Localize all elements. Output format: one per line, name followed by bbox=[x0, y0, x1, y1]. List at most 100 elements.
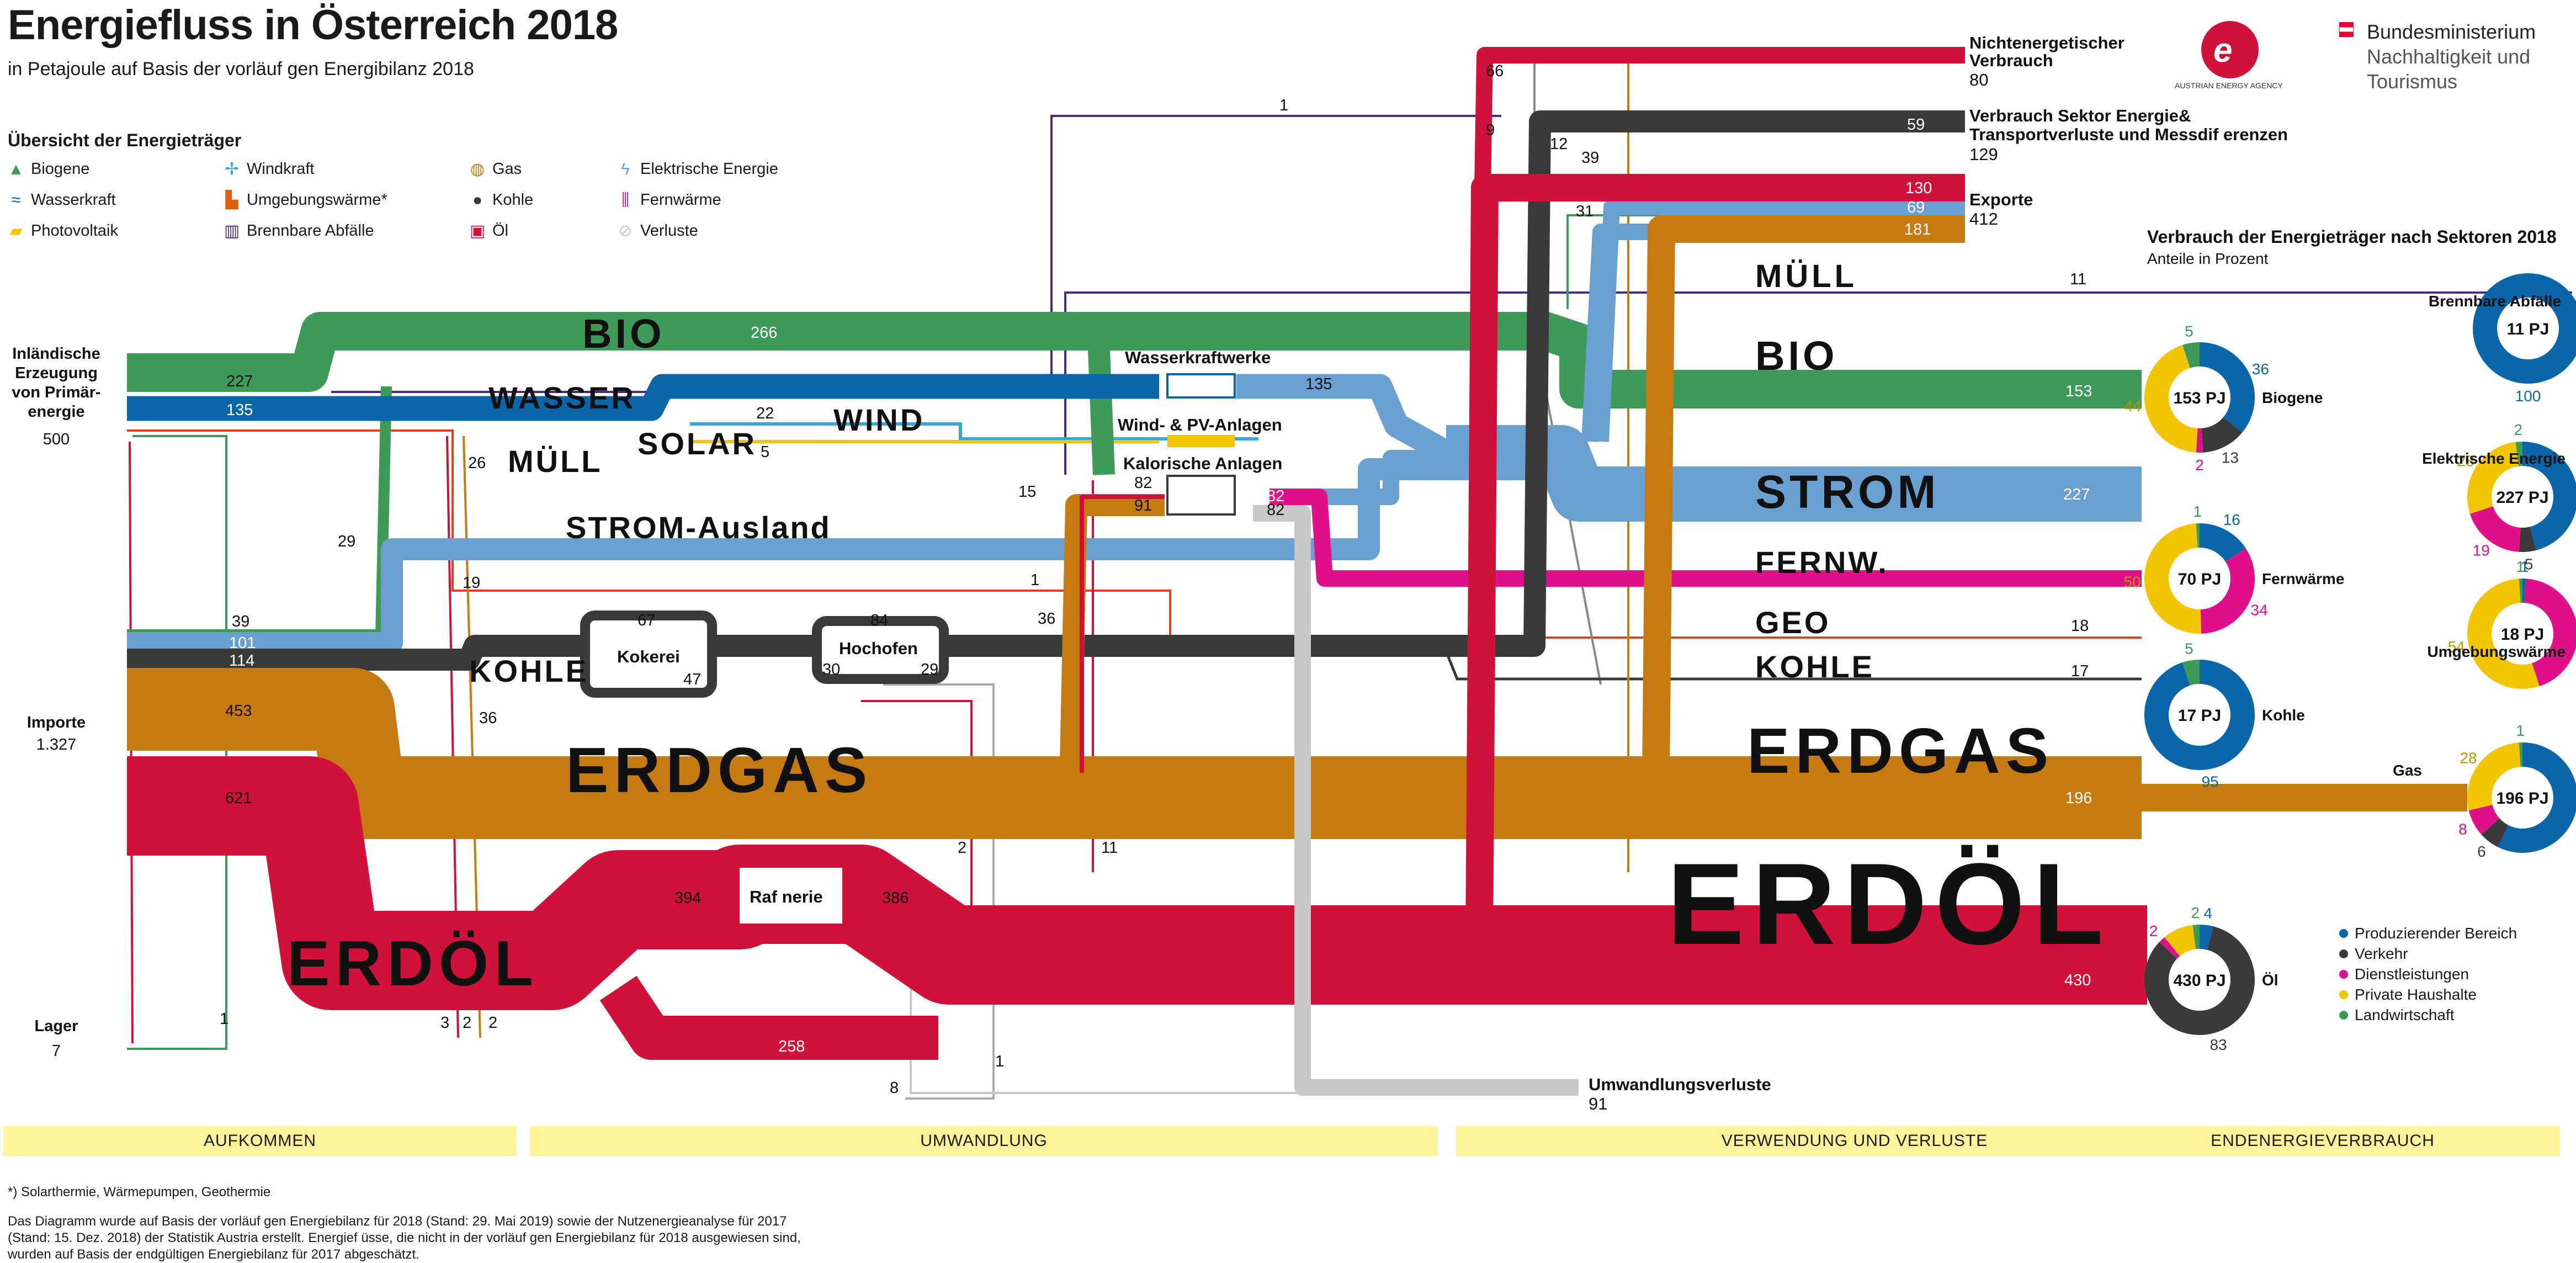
uwv-value: 91 bbox=[1589, 1094, 1607, 1113]
donut-segment bbox=[2199, 342, 2255, 433]
label-kohle: KOHLE bbox=[469, 654, 588, 688]
val-imp-gas: 453 bbox=[225, 702, 252, 720]
sektor-label-1: Verbrauch Sektor Energie& bbox=[1969, 106, 2191, 125]
val-wind: 22 bbox=[756, 405, 774, 422]
donut-segment bbox=[2519, 527, 2536, 552]
val-kok-out: 47 bbox=[683, 671, 701, 688]
sector-legend-item: Verkehr bbox=[2339, 945, 2408, 963]
ne-label-1: Nichtenergetischer bbox=[1969, 33, 2124, 52]
donut-segment-label: 2 bbox=[2191, 904, 2200, 921]
tree-icon: ▲ bbox=[8, 160, 24, 178]
donut-segment-label: 1 bbox=[2516, 722, 2525, 739]
flow-umwandlungsverluste bbox=[1253, 505, 1579, 1096]
val-w29: 29 bbox=[338, 533, 355, 550]
sektor-value: 129 bbox=[1969, 145, 1998, 164]
label-kalorisch: Kalorische Anlagen bbox=[1123, 454, 1282, 473]
import-label: Importe bbox=[27, 714, 86, 731]
val-sek12: 12 bbox=[1550, 135, 1568, 153]
band-endenergie: ENDENERGIEVERBRAUCH bbox=[2085, 1126, 2560, 1156]
donut-segment bbox=[2182, 660, 2200, 686]
aea-logo: e AUSTRIAN ENERGY AGENCY bbox=[2175, 21, 2283, 90]
carrier-labels: BIO WASSER WIND SOLAR MÜLL STROM-Ausland… bbox=[287, 258, 2104, 999]
val-end-bio: 153 bbox=[2065, 383, 2092, 400]
water-icon: ≈ bbox=[11, 190, 21, 209]
donut-segment bbox=[2199, 523, 2246, 562]
wind-pv-box bbox=[1167, 435, 1235, 447]
legend-item-biogene: ▲Biogene bbox=[8, 160, 89, 178]
legend-dot bbox=[2339, 1011, 2348, 1020]
label-wind: WIND bbox=[833, 402, 925, 437]
legend-item-label: Brennbare Abfälle bbox=[247, 222, 374, 240]
donut-segment-label: 54 bbox=[2448, 638, 2465, 655]
val-lag2a: 2 bbox=[463, 1014, 471, 1032]
transformation-nodes bbox=[580, 373, 1236, 926]
val-raf394: 394 bbox=[674, 889, 701, 907]
solar-panel-icon: ▰ bbox=[9, 221, 23, 240]
donut-segment-label: 34 bbox=[2251, 602, 2268, 619]
legend-item-label: Windkraft bbox=[247, 160, 315, 178]
gas-icon: ◍ bbox=[470, 160, 485, 178]
val-k36b: 36 bbox=[1038, 610, 1055, 628]
inland-label-4: energie bbox=[28, 403, 84, 421]
donut-center-label: 153 PJ bbox=[2173, 389, 2226, 407]
donut-center-label: 196 PJ bbox=[2496, 789, 2548, 808]
inland-label-3: von Primär- bbox=[12, 384, 100, 401]
donut-segment bbox=[2144, 344, 2198, 453]
sector-legend-label: Verkehr bbox=[2355, 945, 2408, 962]
sector-legend-item: Produzierender Bereich bbox=[2339, 925, 2517, 942]
raffinerie-box bbox=[737, 866, 844, 926]
page-title: Energiefluss in Österreich 2018 bbox=[8, 2, 618, 49]
val-wasserkraft135: 135 bbox=[1305, 375, 1332, 393]
val-exp181: 181 bbox=[1904, 221, 1931, 238]
flow-wasserkraft-out bbox=[1236, 374, 1452, 464]
label-end-bio: BIO bbox=[1755, 333, 1838, 379]
donut-center-label: 227 PJ bbox=[2496, 489, 2548, 507]
val-sek31: 31 bbox=[1576, 203, 1594, 220]
hochofen-box bbox=[812, 616, 949, 684]
export-value: 412 bbox=[1969, 209, 1998, 229]
val-wasser-in: 135 bbox=[226, 401, 253, 419]
legend-item-label: Fernwärme bbox=[640, 191, 721, 209]
val-lag1: 1 bbox=[220, 1010, 229, 1028]
page-subtitle: in Petajoule auf Basis der vorläuf gen E… bbox=[8, 59, 474, 79]
coal-icon: ● bbox=[472, 190, 483, 209]
loss-icon: ⊘ bbox=[618, 221, 633, 240]
legend-dot bbox=[2339, 949, 2348, 958]
wind-turbine-icon: ✢ bbox=[225, 160, 239, 178]
flow-fernwaerme bbox=[1270, 489, 2142, 587]
flow-gas-export bbox=[1642, 215, 1965, 773]
val-kok-in: 67 bbox=[638, 612, 655, 629]
legend-title: Übersicht der Energieträger bbox=[8, 130, 242, 150]
donut-segment-label: 28 bbox=[2460, 749, 2477, 766]
donut-segment bbox=[2201, 416, 2243, 453]
donut-name-label: Kohle bbox=[2262, 707, 2305, 724]
val-str72: 72 bbox=[1267, 474, 1284, 492]
legend-item-label: Umgebungswärme* bbox=[247, 191, 387, 209]
donut-segment-label: 13 bbox=[2222, 449, 2239, 466]
sector-panel-subtitle: Anteile in Prozent bbox=[2147, 250, 2269, 267]
val-kal91: 91 bbox=[1134, 497, 1152, 514]
donut-center-label: 430 PJ bbox=[2173, 972, 2226, 990]
plant-labels: Wasserkraftwerke Wind- & PV-Anlagen Kalo… bbox=[617, 348, 1282, 906]
kokerei-box bbox=[580, 611, 717, 698]
donut-segment-label: 5 bbox=[2185, 323, 2193, 340]
legend-item-label: Gas bbox=[492, 160, 522, 178]
donut-segment bbox=[2164, 925, 2196, 957]
district-heat-icon: ⫼ bbox=[622, 190, 629, 209]
donut-segment-label: 2 bbox=[2149, 922, 2158, 940]
sector-legend-label: Dienstleistungen bbox=[2355, 965, 2469, 983]
legend-item-label: Elektrische Energie bbox=[640, 160, 778, 178]
val-sek59: 59 bbox=[1907, 116, 1925, 134]
legend-item-öl: ▣Öl bbox=[469, 222, 508, 240]
donut-segment bbox=[2200, 548, 2255, 634]
label-end-geo: GEO bbox=[1755, 605, 1830, 640]
label-end-muell: MÜLL bbox=[1755, 258, 1857, 294]
label-wasser: WASSER bbox=[488, 380, 636, 415]
flow-grey-thin bbox=[883, 683, 995, 1100]
label-hochofen: Hochofen bbox=[839, 639, 918, 658]
